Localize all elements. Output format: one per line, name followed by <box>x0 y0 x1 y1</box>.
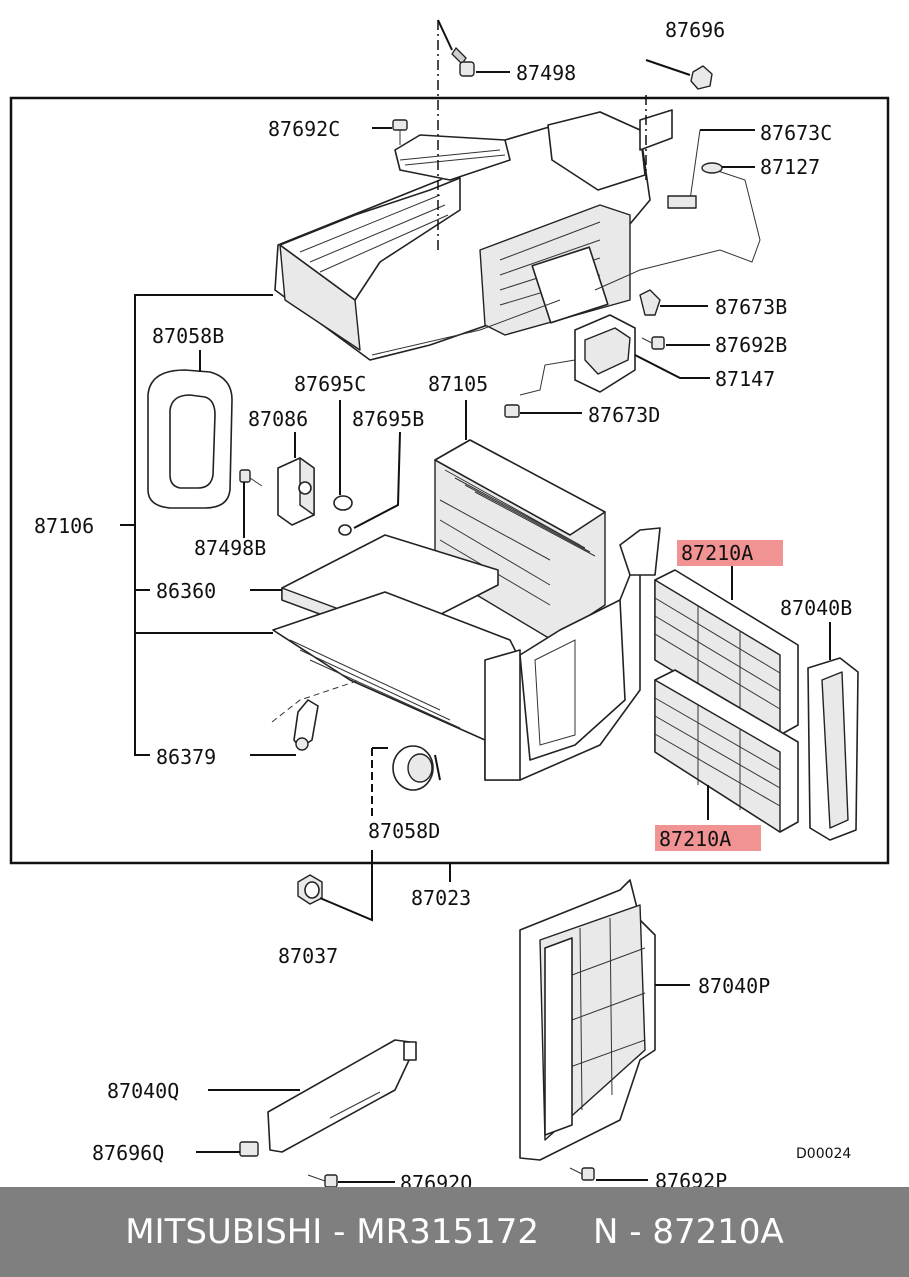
callout-87023: 87023 <box>411 886 471 910</box>
callout-87105: 87105 <box>428 372 488 396</box>
callout-87692Q: 87692Q <box>400 1171 472 1187</box>
lever-86379-icon <box>293 699 319 751</box>
connector-87673D-icon <box>504 404 520 418</box>
callout-87695B: 87695B <box>352 407 424 431</box>
lower-case-illustration <box>272 549 641 781</box>
footer-brand: MITSUBISHI <box>125 1212 323 1252</box>
callout-87037: 87037 <box>278 944 338 968</box>
footer-gap <box>539 1212 593 1252</box>
screw-87692B-icon <box>641 336 665 350</box>
screw-87692P-icon <box>569 1167 595 1181</box>
clip-87673B-icon <box>639 289 661 316</box>
callout-87498B: 87498B <box>194 536 266 560</box>
highlight-87210A-top <box>677 540 783 566</box>
plug-87058D-icon <box>392 745 434 791</box>
blower-case-illustration <box>274 109 673 361</box>
clip-87696Q-icon <box>239 1141 259 1157</box>
footer-separator-2: - <box>618 1212 653 1252</box>
callout-87040B: 87040B <box>780 596 852 620</box>
screw-87692C-icon <box>392 119 408 145</box>
part-footer-bar: MITSUBISHI - MR315172 N - 87210A <box>0 1187 909 1277</box>
filter-87210A-top-icon <box>654 569 799 736</box>
callout-87210A-bottom: 87210A <box>659 827 731 851</box>
clip-87037-icon <box>297 874 323 905</box>
expansion-valve-87086-icon <box>277 457 315 526</box>
callout-87058B: 87058B <box>152 324 224 348</box>
evaporator-87105-icon <box>434 439 606 641</box>
callout-87147: 87147 <box>715 367 775 391</box>
callout-87058D: 87058D <box>368 819 440 843</box>
callout-87673C: 87673C <box>760 121 832 145</box>
callout-87673B: 87673B <box>715 295 787 319</box>
footer-ref-label: N <box>593 1212 619 1252</box>
callout-87692B: 87692B <box>715 333 787 357</box>
callout-87086: 87086 <box>248 407 308 431</box>
footer-part-number: MR315172 <box>356 1212 539 1252</box>
sensor-harness-87127-icon <box>594 129 761 291</box>
panel-87040P-icon <box>519 879 656 1161</box>
callout-87210A-top: 87210A <box>681 541 753 565</box>
highlight-87210A-bottom <box>655 825 761 851</box>
o-ring-87695B-icon <box>338 524 352 536</box>
nut-87696-icon <box>690 65 713 90</box>
callout-87040P: 87040P <box>698 974 770 998</box>
callout-87127: 87127 <box>760 155 820 179</box>
screw-87498-icon <box>451 46 475 77</box>
footer-separator: - <box>322 1212 357 1252</box>
callout-87106: 87106 <box>34 514 94 538</box>
cover-87040B-icon <box>807 657 859 841</box>
filter-87210A-bottom-icon <box>654 669 799 833</box>
callout-87696Q: 87696Q <box>92 1141 164 1165</box>
callout-86379: 86379 <box>156 745 216 769</box>
bracket-87040Q-icon <box>267 1039 417 1153</box>
callout-87498: 87498 <box>516 61 576 85</box>
parts-diagram: 87498 87696 87692C 87673C 87127 87673B 8… <box>9 18 890 1187</box>
callout-87673D: 87673D <box>588 403 660 427</box>
reference-code: D00024 <box>796 1146 851 1162</box>
callout-86360: 86360 <box>156 579 216 603</box>
callout-87692C: 87692C <box>268 117 340 141</box>
seal-87058B-icon <box>147 369 233 509</box>
callout-87692P: 87692P <box>655 1169 727 1187</box>
screw-87692Q-icon <box>307 1174 338 1187</box>
actuator-87147-icon <box>519 314 636 396</box>
callout-87696: 87696 <box>665 18 725 42</box>
o-ring-87695C-icon <box>333 495 353 511</box>
callout-87040Q: 87040Q <box>107 1079 179 1103</box>
footer-ref-value: 87210A <box>652 1212 784 1252</box>
callout-87695C: 87695C <box>294 372 366 396</box>
